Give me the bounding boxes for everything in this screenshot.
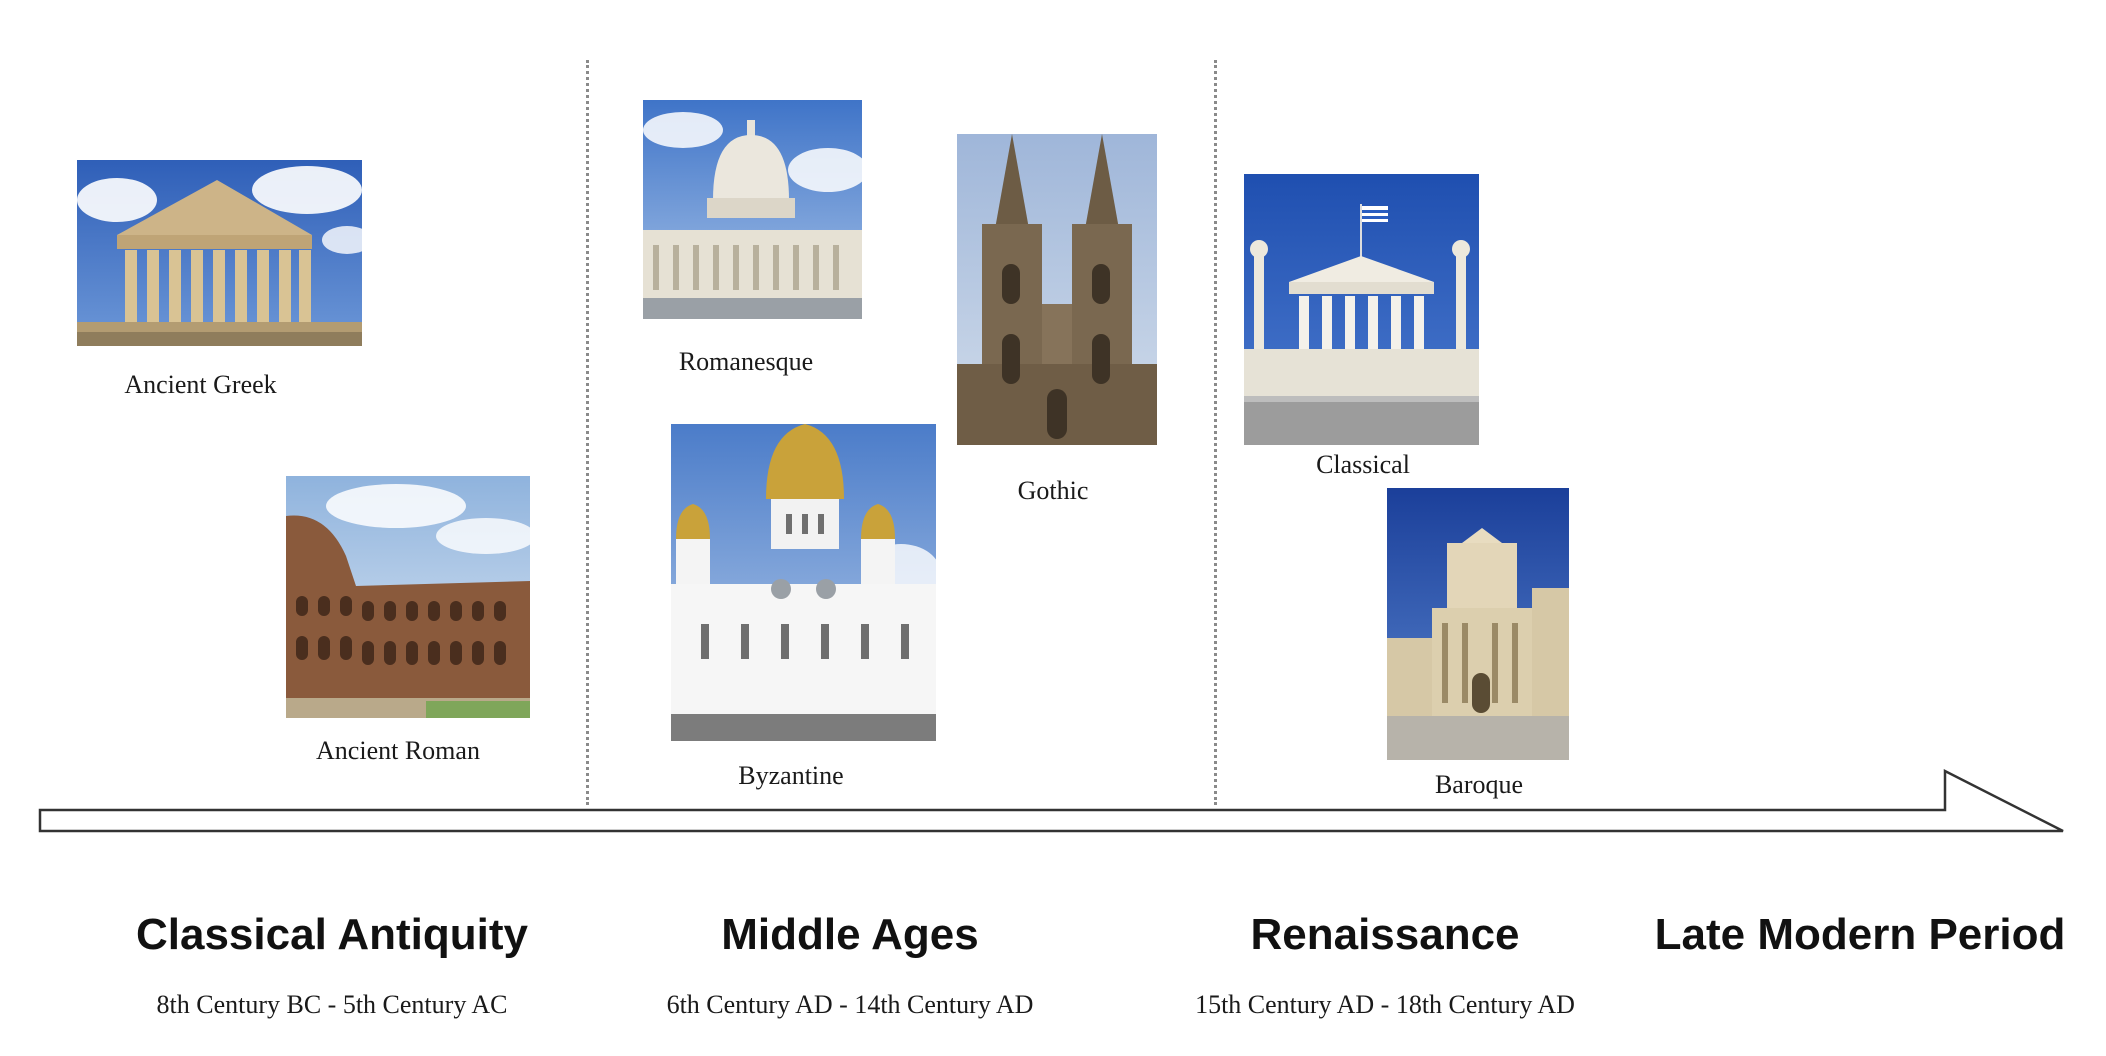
era-range-middle-ages: 6th Century AD - 14th Century AD	[666, 990, 1034, 1019]
ancient-roman-image	[286, 476, 530, 718]
baroque-image	[1387, 488, 1569, 760]
classical-caption: Classical	[1316, 450, 1410, 479]
ancient-greek-caption: Ancient Greek	[124, 370, 277, 399]
era-title-middle-ages: Middle Ages	[721, 910, 979, 959]
classical-image	[1244, 174, 1479, 445]
gothic-image	[957, 134, 1157, 445]
romanesque-caption: Romanesque	[678, 347, 814, 376]
era-range-renaissance: 15th Century AD - 18th Century AD	[1195, 990, 1575, 1019]
byzantine-caption: Byzantine	[738, 761, 844, 790]
gothic-caption: Gothic	[1017, 476, 1089, 505]
ancient-greek-image	[77, 160, 362, 346]
era-separator-1	[586, 60, 589, 805]
era-title-renaissance: Renaissance	[1250, 910, 1520, 959]
era-range-classical-antiquity: 8th Century BC - 5th Century AC	[156, 990, 508, 1019]
era-separator-2	[1214, 60, 1217, 805]
era-title-classical-antiquity: Classical Antiquity	[135, 910, 529, 959]
baroque-caption: Baroque	[1434, 770, 1524, 799]
romanesque-image	[643, 100, 862, 319]
byzantine-image	[671, 424, 936, 741]
era-title-late-modern-period: Late Modern Period	[1654, 910, 2066, 959]
ancient-roman-caption: Ancient Roman	[316, 736, 480, 765]
